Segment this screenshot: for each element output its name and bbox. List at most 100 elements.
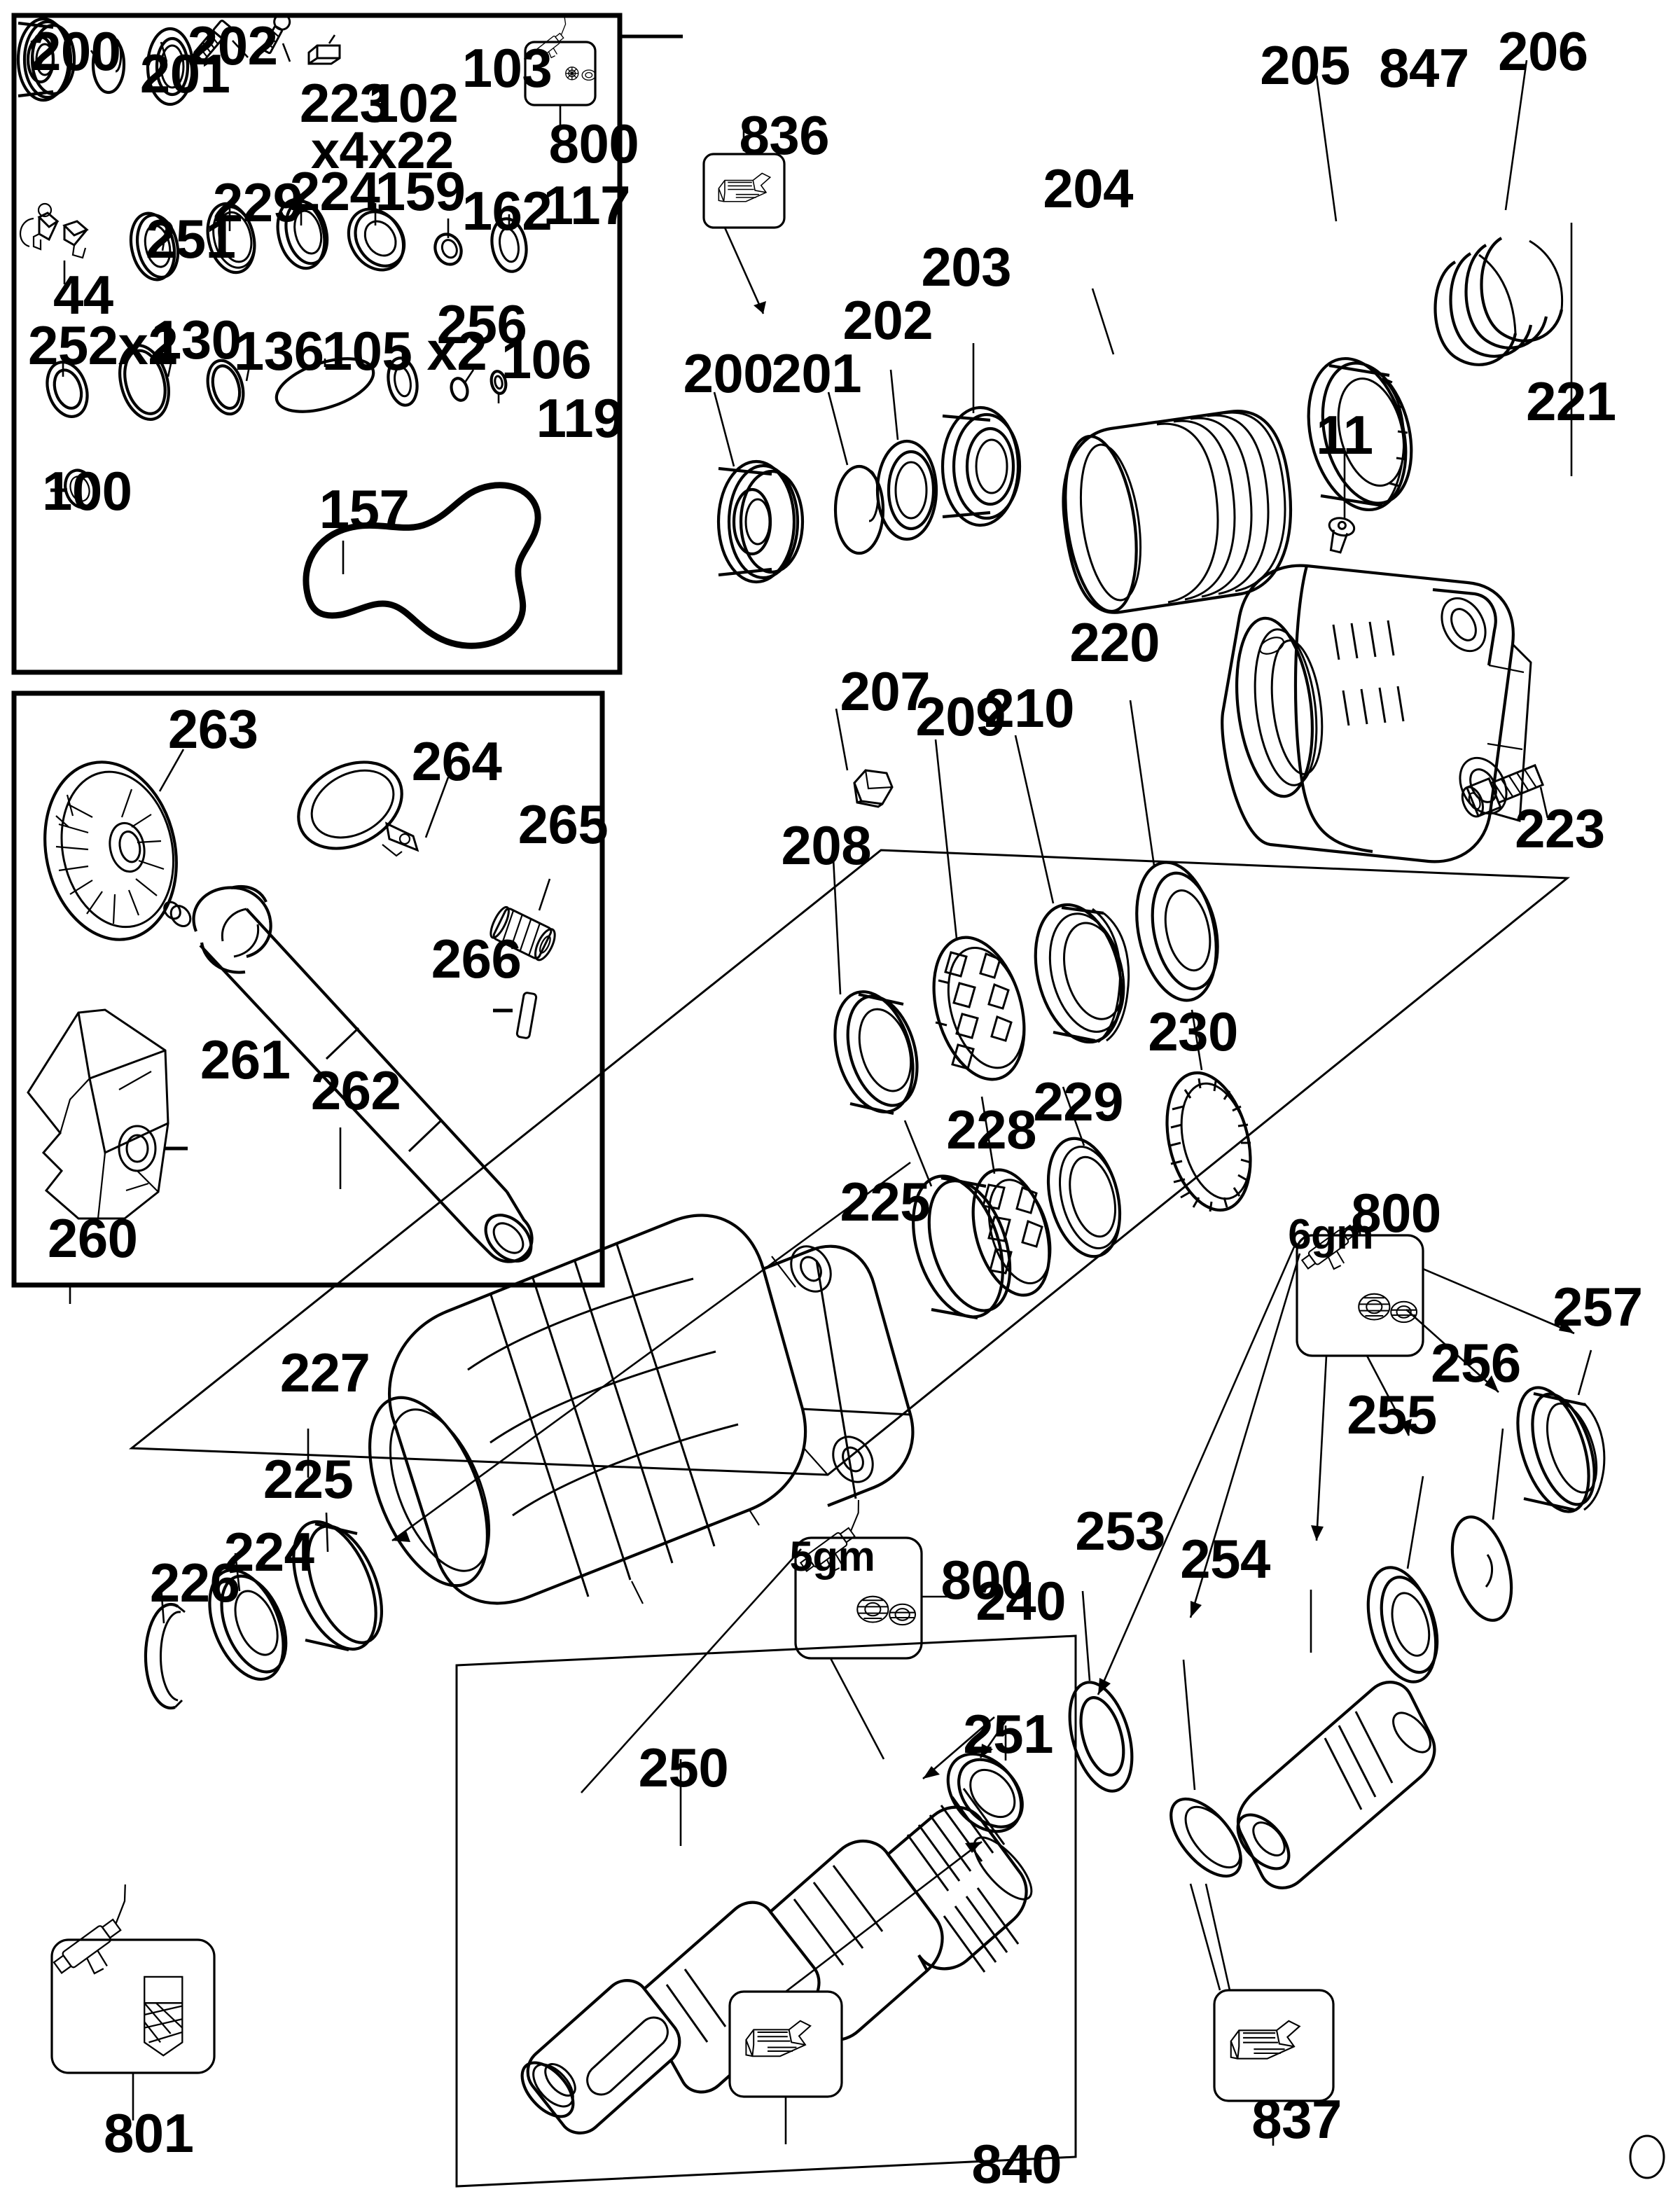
label-201-b: 201 [771, 342, 862, 404]
part-205 [1307, 356, 1413, 512]
label-223-a-qty: x4 [310, 120, 368, 179]
panel-motor-frame [128, 849, 1571, 1476]
label-210: 210 [984, 676, 1074, 739]
part-264 [297, 761, 419, 857]
part-210 [1034, 903, 1130, 1044]
panel-handle-frame [11, 690, 605, 1288]
label-260: 260 [47, 1207, 138, 1270]
part-254 [1236, 1681, 1436, 1889]
label-117: 117 [543, 174, 631, 236]
label-254: 254 [1180, 1528, 1270, 1590]
part-256-b [1450, 1515, 1513, 1622]
part-159-a [347, 207, 406, 272]
label-250: 250 [638, 1737, 729, 1799]
label-136: 136 [233, 319, 324, 382]
part-202-b [875, 439, 938, 541]
label-253: 253 [1075, 1500, 1165, 1562]
label-256-b: 256 [1431, 1332, 1521, 1394]
label-103-a: 103 [461, 36, 553, 99]
label-263: 263 [167, 697, 258, 760]
part-201-b [833, 464, 885, 555]
part-263 [43, 761, 178, 941]
part-225-a [912, 1174, 1012, 1320]
part-117-a [490, 217, 528, 273]
part-203 [940, 405, 1022, 527]
label-225-b: 225 [263, 1448, 354, 1511]
label-227: 227 [279, 1342, 370, 1404]
part-204 [1062, 410, 1292, 614]
label-800-5gm-qty: 5gm [789, 1533, 875, 1581]
label-261: 261 [200, 1028, 291, 1090]
label-800-top: 800 [548, 112, 639, 174]
part-106-a [450, 377, 469, 402]
part-265 [490, 905, 556, 961]
part-200-a [16, 17, 76, 102]
label-119: 119 [536, 387, 624, 449]
label-220: 220 [1069, 611, 1160, 673]
label-229-b: 229 [1033, 1070, 1123, 1132]
callout-801-box [50, 1938, 216, 2074]
label-224-b: 224 [223, 1521, 314, 1583]
label-836: 836 [739, 104, 830, 166]
part-251-b [946, 1752, 1024, 1833]
part-224-a [276, 197, 329, 270]
part-119-a [490, 370, 508, 395]
part-229-b [1046, 1137, 1122, 1258]
label-230: 230 [1148, 1000, 1238, 1062]
label-257: 257 [1553, 1276, 1643, 1338]
part-102-a [262, 13, 291, 55]
part-130-a [118, 344, 170, 421]
label-44: 44 [53, 263, 113, 326]
label-102-a: 102 [368, 71, 459, 134]
part-201-a [91, 34, 126, 95]
part-208 [833, 990, 919, 1116]
label-11: 11 [1316, 403, 1373, 466]
label-262: 262 [310, 1059, 401, 1121]
part-255 [1366, 1566, 1439, 1683]
part-221 [1221, 564, 1532, 863]
part-257 [1516, 1386, 1606, 1513]
label-209: 209 [915, 685, 1006, 747]
label-840: 840 [971, 2133, 1062, 2195]
label-266: 266 [431, 927, 522, 990]
part-162-a [433, 232, 463, 266]
label-105: 105 x2 [321, 319, 487, 382]
label-256-a: 256 [436, 293, 527, 355]
label-202-a: 202 [187, 14, 278, 76]
part-240 [1068, 1681, 1134, 1793]
part-209 [932, 936, 1026, 1081]
part-105-a [275, 357, 375, 413]
part-220 [1135, 861, 1219, 1002]
part-157-a [303, 482, 541, 649]
label-251-b: 251 [963, 1703, 1053, 1765]
panel-spindle-frame [455, 1634, 1077, 2188]
label-837: 837 [1251, 2088, 1342, 2151]
label-847: 847 [1379, 36, 1469, 99]
label-800-5gm: 800 [940, 1549, 1031, 1611]
label-200-a: 200 [30, 20, 121, 82]
label-226: 226 [149, 1552, 240, 1614]
callout-800-5gm-box [794, 1536, 923, 1660]
part-223-a [193, 20, 232, 62]
label-102-a-qty: x22 [368, 120, 454, 179]
part-227 [368, 1214, 915, 1605]
label-229-a: 229 [212, 171, 303, 233]
part-256-a [387, 356, 419, 407]
label-106: 106 [501, 328, 592, 390]
label-224-a: 224 [289, 160, 380, 222]
label-223-b: 223 [1515, 797, 1605, 859]
label-800-6gm: 800 [1351, 1182, 1441, 1244]
part-225-b [292, 1520, 384, 1652]
label-801: 801 [103, 2102, 194, 2165]
label-255: 255 [1347, 1384, 1437, 1446]
part-224-b [208, 1568, 288, 1681]
part-136-a [206, 359, 245, 416]
part-44-a [19, 202, 89, 259]
label-252: 252x2 [27, 314, 179, 376]
part-100-a [64, 468, 96, 509]
label-223-a: 223 [299, 71, 390, 134]
label-265: 265 [518, 793, 609, 855]
label-200-b: 200 [683, 342, 774, 404]
